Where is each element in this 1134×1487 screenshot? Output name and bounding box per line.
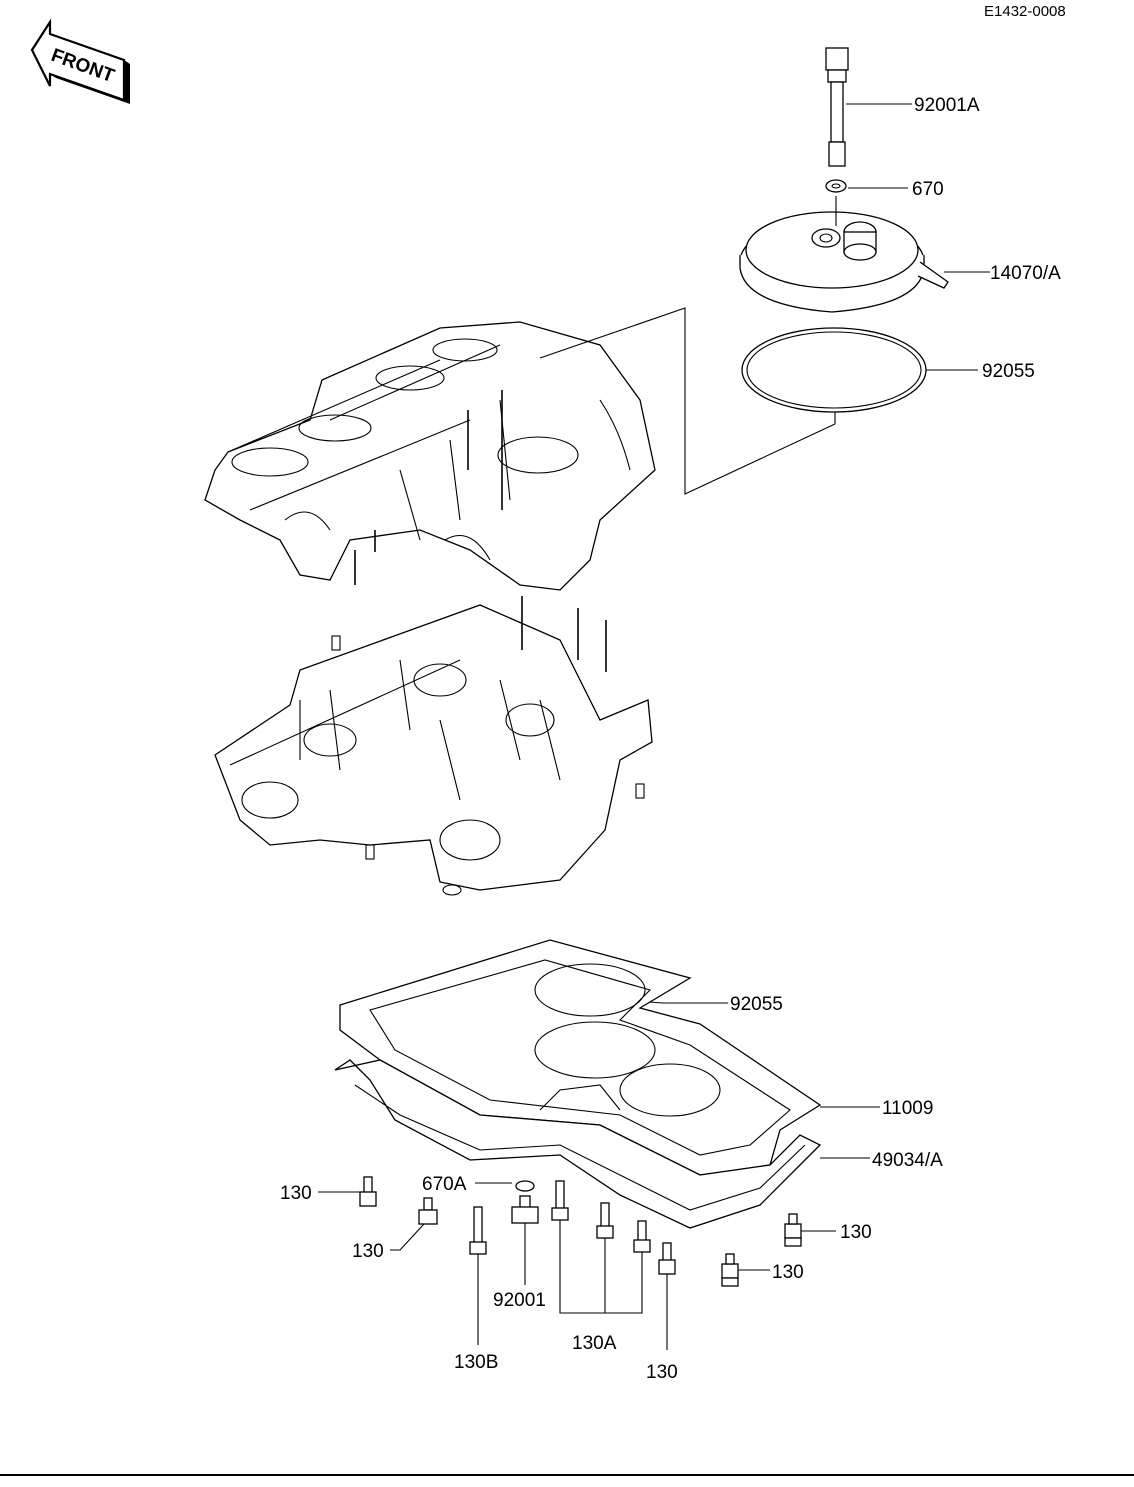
upper-crankcase bbox=[204, 321, 656, 591]
washer-670A bbox=[515, 1180, 535, 1192]
bolt-bottom bbox=[658, 1242, 676, 1275]
bolt-group-130A bbox=[551, 1180, 651, 1253]
callout-130B: 130B bbox=[454, 1352, 498, 1373]
diagram-code: E1432-0008 bbox=[984, 3, 1066, 20]
callout-14070A: 14070/A bbox=[990, 263, 1061, 284]
bolt-left-2 bbox=[418, 1197, 438, 1225]
front-arrow-icon: FRONT bbox=[30, 18, 130, 104]
lower-crankcase bbox=[214, 596, 653, 896]
top-bolt bbox=[825, 47, 849, 167]
callout-670: 670 bbox=[912, 179, 944, 200]
callout-130A: 130A bbox=[572, 1333, 617, 1354]
oil-filter-cover bbox=[739, 196, 949, 313]
washer-670 bbox=[825, 179, 847, 193]
callout-92001A: 92001A bbox=[914, 95, 980, 116]
callout-130-left-2: 130 bbox=[352, 1241, 384, 1262]
callout-92055-top: 92055 bbox=[982, 361, 1035, 382]
callout-130-right-1: 130 bbox=[840, 1222, 872, 1243]
callout-92001: 92001 bbox=[493, 1290, 546, 1311]
bolt-left-1 bbox=[359, 1176, 377, 1207]
bolt-right-2 bbox=[721, 1253, 739, 1287]
oil-pan bbox=[334, 1059, 822, 1229]
o-ring-top bbox=[741, 327, 927, 413]
callout-49034A: 49034/A bbox=[872, 1150, 943, 1171]
bolt-right-1 bbox=[784, 1213, 802, 1247]
bolt-long bbox=[469, 1206, 487, 1255]
callout-130-bottom: 130 bbox=[646, 1362, 678, 1383]
drain-plug bbox=[511, 1195, 539, 1224]
callout-130-left-1: 130 bbox=[280, 1183, 312, 1204]
cover-alignment-line bbox=[539, 307, 836, 495]
callout-11009: 11009 bbox=[882, 1098, 933, 1119]
callout-130-right-2: 130 bbox=[772, 1262, 804, 1283]
callout-92055-pan: 92055 bbox=[730, 994, 783, 1015]
callout-670A: 670A bbox=[422, 1174, 467, 1195]
